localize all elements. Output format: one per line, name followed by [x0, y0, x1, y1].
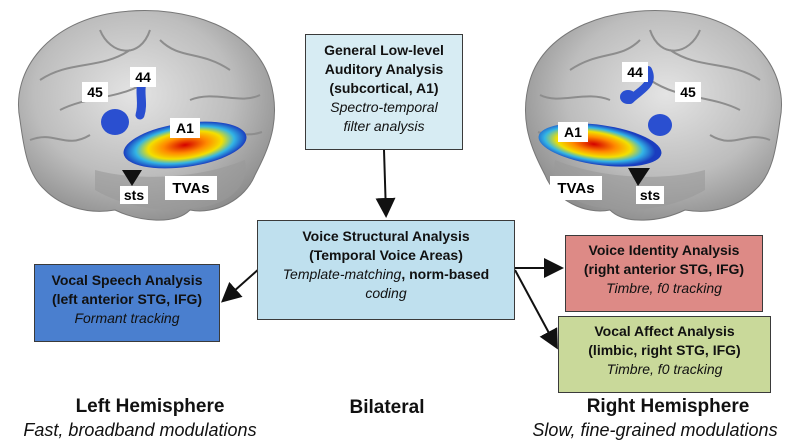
right-brain-image: 44 45 A1 TVAs sts [524, 10, 782, 221]
general-line4: Spectro-temporal [330, 99, 438, 115]
general-line2: Auditory Analysis [324, 61, 444, 77]
right-area45-label: 45 [680, 84, 696, 100]
right-tvas-label: TVAs [557, 180, 594, 197]
structural-line1: Voice Structural Analysis [302, 228, 470, 244]
general-line3: (subcortical, A1) [329, 80, 439, 96]
speech-line1: Vocal Speech Analysis [51, 272, 203, 288]
speech-line3: Formant tracking [74, 310, 180, 326]
vocal-speech-analysis-box: Vocal Speech Analysis (left anterior STG… [34, 264, 220, 342]
right-area44-label: 44 [627, 64, 643, 80]
vocal-affect-analysis-box: Vocal Affect Analysis (limbic, right STG… [558, 316, 771, 393]
arrow-structural-to-affect [514, 269, 558, 350]
left-hemisphere-title: Left Hemisphere [75, 396, 225, 417]
affect-line2: (limbic, right STG, IFG) [588, 342, 741, 358]
left-hemisphere-subtitle: Fast, broadband modulations [23, 420, 257, 440]
identity-line3: Timbre, f0 tracking [606, 280, 722, 296]
left-sts-pointer [122, 170, 142, 186]
speech-line2: (left anterior STG, IFG) [51, 291, 203, 307]
identity-line2: (right anterior STG, IFG) [583, 261, 745, 277]
general-line1: General Low-level [324, 42, 444, 58]
voice-structural-analysis-box: Voice Structural Analysis (Temporal Voic… [257, 220, 515, 320]
left-brain-image: 45 44 A1 TVAs sts [18, 10, 276, 221]
affect-line3: Timbre, f0 tracking [606, 361, 723, 377]
right-a1-label: A1 [564, 124, 582, 140]
structural-line3b: , norm-based [401, 266, 490, 282]
left-tvas-label: TVAs [172, 180, 209, 197]
structural-line4: coding [365, 285, 407, 301]
identity-line1: Voice Identity Analysis [588, 242, 740, 258]
affect-line1: Vocal Affect Analysis [594, 323, 735, 339]
general-auditory-analysis-box: General Low-level Auditory Analysis (sub… [305, 34, 463, 150]
arrow-general-to-structural [375, 149, 396, 218]
structural-line3a: Template-matching [282, 266, 402, 282]
left-area44-label: 44 [135, 69, 151, 85]
voice-identity-analysis-box: Voice Identity Analysis (right anterior … [565, 235, 763, 312]
structural-line2: (Temporal Voice Areas) [309, 247, 463, 263]
bilateral-title: Bilateral [349, 397, 425, 418]
left-a1-label: A1 [176, 120, 194, 136]
general-line5: filter analysis [343, 118, 425, 134]
right-sts-label: sts [640, 187, 660, 203]
right-hemisphere-title: Right Hemisphere [586, 396, 750, 417]
arrow-structural-to-speech [221, 267, 261, 303]
left-area45-label: 45 [87, 84, 103, 100]
right-hemisphere-subtitle: Slow, fine-grained modulations [532, 420, 778, 440]
left-sts-label: sts [124, 187, 144, 203]
right-sts-pointer [628, 168, 650, 186]
